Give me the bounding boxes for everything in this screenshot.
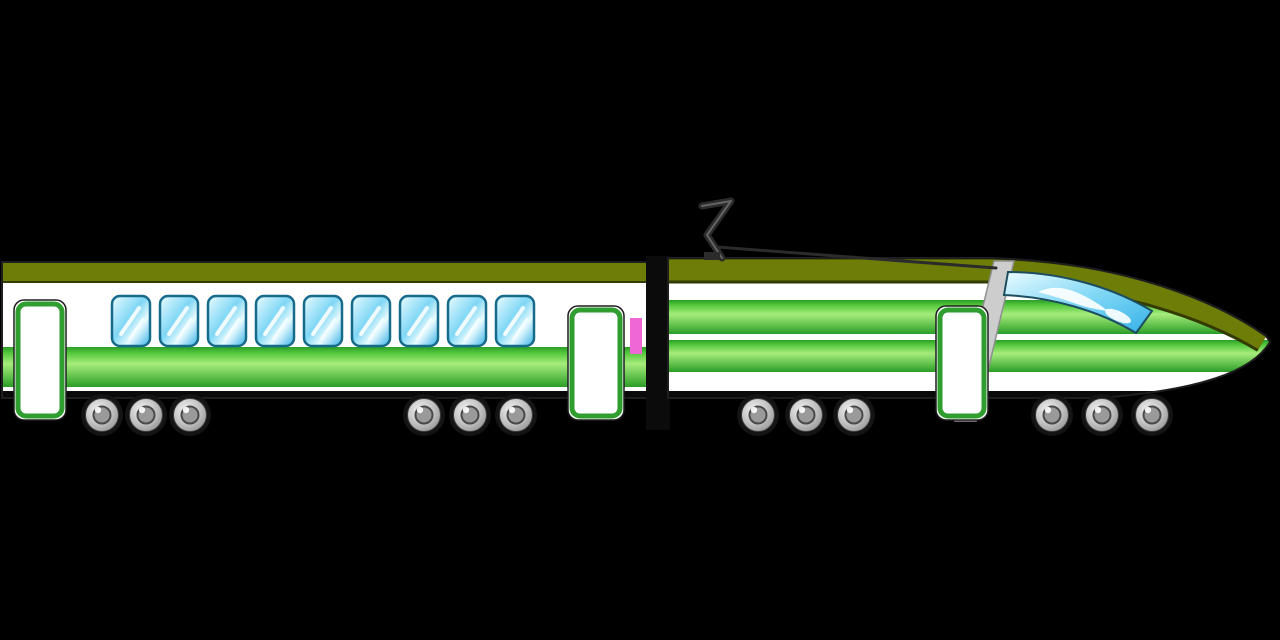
wheel — [495, 394, 537, 436]
window-streak — [455, 306, 477, 336]
door — [567, 305, 625, 421]
pantograph-arm — [715, 245, 998, 270]
pantograph — [698, 197, 998, 270]
wheel-glint — [138, 406, 146, 414]
window-streak — [359, 306, 381, 336]
wheel — [1131, 394, 1173, 436]
window — [494, 294, 536, 348]
window-streak — [415, 317, 433, 341]
window-streak — [511, 317, 529, 341]
pantograph-foot — [704, 252, 720, 260]
wheel-glint — [846, 406, 854, 414]
window-streak — [215, 306, 237, 336]
wheel — [449, 394, 491, 436]
wheel-glint — [1044, 406, 1052, 414]
wheel — [1081, 394, 1123, 436]
wheel — [833, 394, 875, 436]
wheel-glint — [94, 406, 102, 414]
wheel-glint — [750, 406, 758, 414]
window-streak — [367, 317, 385, 341]
window-streak — [319, 317, 337, 341]
coupling — [646, 256, 670, 430]
pantograph-highlight — [701, 200, 732, 259]
wheel — [125, 394, 167, 436]
window — [302, 294, 344, 348]
wheel-glint — [1144, 406, 1152, 414]
wheel-glint — [1094, 406, 1102, 414]
wheel — [81, 394, 123, 436]
doors — [13, 299, 989, 421]
window — [110, 294, 152, 348]
wheel-glint — [462, 406, 470, 414]
wheel — [403, 394, 445, 436]
wheel — [737, 394, 779, 436]
window-streak — [311, 306, 333, 336]
windshield-cloud-reflection — [1038, 287, 1108, 311]
window-streak — [503, 306, 525, 336]
window-streak — [263, 306, 285, 336]
wheel — [785, 394, 827, 436]
wheel-glint — [182, 406, 190, 414]
passenger-car — [1, 261, 649, 399]
window — [446, 294, 488, 348]
window — [398, 294, 440, 348]
window-streak — [127, 317, 145, 341]
window-streak — [167, 306, 189, 336]
wheel — [169, 394, 211, 436]
wheels — [81, 394, 1173, 436]
pink-marker — [630, 318, 642, 354]
window-streak — [119, 306, 141, 336]
wheel-glint — [508, 406, 516, 414]
window — [206, 294, 248, 348]
window — [350, 294, 392, 348]
window-streak — [407, 306, 429, 336]
window-streak — [175, 317, 193, 341]
wheel-glint — [798, 406, 806, 414]
window — [254, 294, 296, 348]
locomotive-outline — [667, 257, 1272, 399]
window-row — [110, 294, 536, 348]
windshield — [1002, 270, 1154, 335]
windshield-cloud-reflection-small — [1105, 308, 1131, 324]
door — [13, 299, 67, 421]
wheel — [1031, 394, 1073, 436]
passenger-car-green-stripe — [2, 347, 648, 387]
window-streak — [463, 317, 481, 341]
wheel-glint — [416, 406, 424, 414]
window-streak — [223, 317, 241, 341]
passenger-car-underframe — [2, 391, 648, 398]
window-streak — [271, 317, 289, 341]
window — [158, 294, 200, 348]
passenger-car-roof — [1, 261, 649, 283]
door — [935, 305, 989, 421]
